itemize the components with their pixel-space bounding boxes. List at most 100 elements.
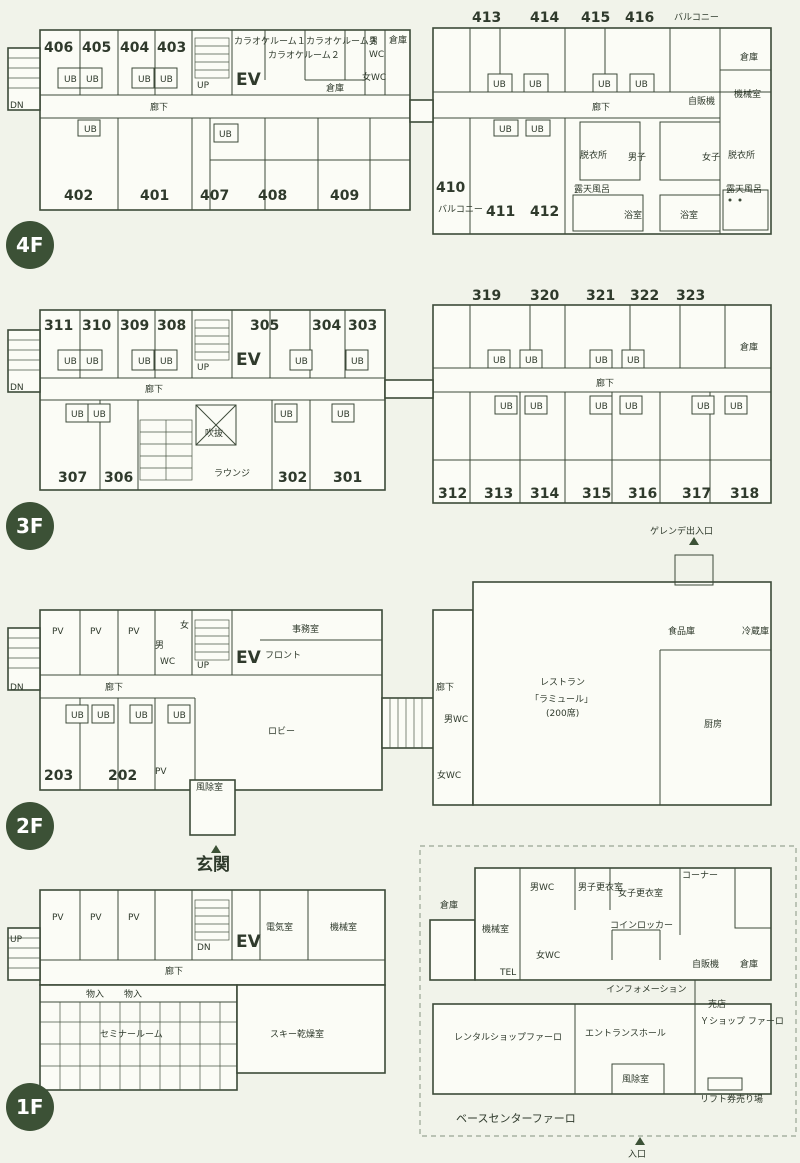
4f-balcony-top: バルコニー [674,12,719,23]
svg-text:UB: UB [160,357,173,367]
room-313: 313 [484,486,513,502]
svg-text:UB: UB [135,711,148,721]
1f-rental: レンタルショップファーロ [454,1032,562,1043]
karaoke-2: カラオケルーム２ [268,50,340,61]
4f-machine-room: 機械室 [734,88,761,100]
4f-left-wing [39,29,411,211]
karaoke-1: カラオケルーム１ [234,36,306,47]
room-304: 304 [312,318,341,334]
room-305: 305 [250,318,279,334]
room-320: 320 [530,288,559,304]
2f-pv-1: PV [52,627,64,637]
2f-pv-2: PV [90,627,102,637]
room-401: 401 [140,188,169,204]
room-306: 306 [104,470,133,486]
1f-men-changing: 男子更衣室 [578,881,623,893]
1f-pv-3: PV [128,913,140,923]
3f-void: 吹抜 [205,427,223,439]
4f-ev: EV [236,70,262,90]
1f-women-wc: 女WC [536,949,560,961]
floor-1f: 1F PV PV PV EV 廊下 電気室 機械室 物入 物入 セミナールーム … [6,845,797,1160]
1f-entrance-block [432,1003,772,1095]
room-303: 303 [348,318,377,334]
1f-corner: コーナー [682,870,718,881]
svg-text:UB: UB [493,80,506,90]
svg-text:UB: UB [138,357,151,367]
2f-food-storage: 食品庫 [668,625,695,637]
1f-ev: EV [236,932,262,952]
4f-men-wc: 男 [369,36,378,47]
1f-machine-left: 機械室 [330,921,357,933]
room-406: 406 [44,40,73,56]
1f-entrance: 入口 [628,1149,646,1160]
4f-dn: DN [10,101,24,111]
2f-restaurant: レストラン [540,677,585,688]
1f-left-stair [7,927,41,981]
4f-bath-right: 浴室 [680,209,698,221]
2f-front: フロント [265,651,301,661]
2f-badge: 2F [16,814,44,838]
1f-badge: 1F [16,1095,44,1119]
svg-text:UB: UB [525,356,538,366]
room-316: 316 [628,486,657,502]
2f-wc-men: 男 [155,640,164,651]
4f-storage-mid: 倉庫 [326,82,344,94]
svg-text:UB: UB [93,410,106,420]
1f-service-block [474,867,772,981]
4f-storage-top: 倉庫 [389,34,407,46]
2f-windbreak: 風除室 [196,781,223,793]
svg-text:UB: UB [71,711,84,721]
1f-ski-dry: スキー乾燥室 [270,1028,324,1040]
2f-stairway [381,697,435,749]
1f-shop: 売店 [708,998,726,1010]
svg-text:UB: UB [84,125,97,135]
svg-text:UB: UB [595,356,608,366]
3f-bridge [384,379,434,399]
1f-storage-left: 倉庫 [440,899,458,911]
svg-text:UB: UB [71,410,84,420]
1f-machine-right: 機械室 [482,923,509,935]
svg-text:UB: UB [351,357,364,367]
2f-women-wc: 女WC [437,769,461,781]
room-322: 322 [630,288,659,304]
2f-corridor-left: 廊下 [105,681,123,693]
4f-badge: 4F [16,233,44,257]
svg-text:UB: UB [160,75,173,85]
svg-text:UB: UB [86,75,99,85]
4f-dress-right: 脱衣所 [728,149,755,161]
1f-tel: TEL [499,968,516,978]
2f-ev: EV [236,648,262,668]
1f-seminar: セミナールーム [100,1029,163,1040]
4f-balcony-bottom: バルコニー [438,204,483,215]
4f-women-wc: 女WC [362,71,386,83]
3f-corridor-right: 廊下 [596,377,614,389]
room-405: 405 [82,40,111,56]
1f-storage-b: 物入 [124,988,142,1000]
4f-right-wing [432,27,772,235]
4f-up: UP [197,81,210,91]
1f-entrance-hall: エントランスホール [585,1028,666,1039]
2f-dn: DN [10,683,24,693]
room-310: 310 [82,318,111,334]
1f-storage-a: 物入 [86,988,104,1000]
svg-text:UB: UB [499,125,512,135]
1f-coin-locker: コインロッカー [610,920,673,931]
4f-vending: 自販機 [688,95,715,107]
room-408: 408 [258,188,287,204]
1f-women-changing: 女子更衣室 [618,887,663,899]
svg-text:UB: UB [635,80,648,90]
2f-restaurant-block [472,581,772,806]
svg-text:UB: UB [97,711,110,721]
1f-dn: DN [197,943,211,953]
room-308: 308 [157,318,186,334]
svg-text:UB: UB [86,357,99,367]
svg-text:UB: UB [730,402,743,412]
svg-text:UB: UB [531,125,544,135]
1f-men-wc: 男WC [530,882,554,893]
3f-badge: 3F [16,514,44,538]
1f-base-center: ベースセンターファーロ [456,1112,576,1125]
1f-lift-ticket: リフト券売り場 [700,1093,763,1105]
